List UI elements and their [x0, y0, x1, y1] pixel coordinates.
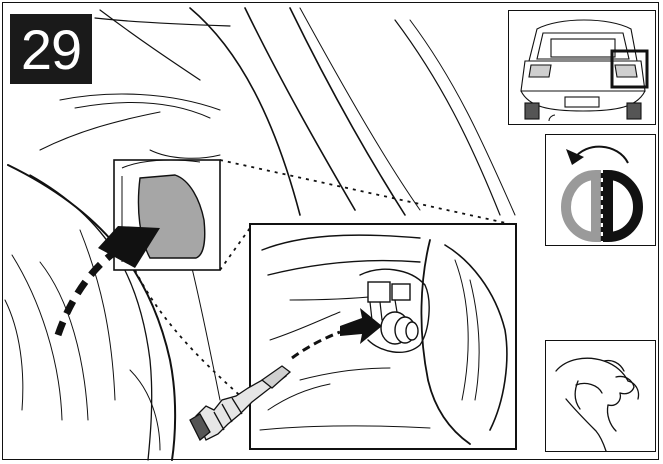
rotate-instruction-box: [545, 134, 656, 246]
car-rear-view-icon: [509, 11, 657, 126]
push-arrow-large: [58, 226, 160, 335]
car-rear-reference-box: [508, 10, 656, 125]
step-number-badge: 29: [10, 14, 92, 84]
bulb-left-half: [566, 175, 596, 237]
hand-grip-box: [545, 340, 656, 452]
hand-grip-icon: [546, 341, 657, 453]
bulb-right-half: [608, 175, 638, 237]
rotate-counterclockwise-icon: [546, 135, 657, 247]
